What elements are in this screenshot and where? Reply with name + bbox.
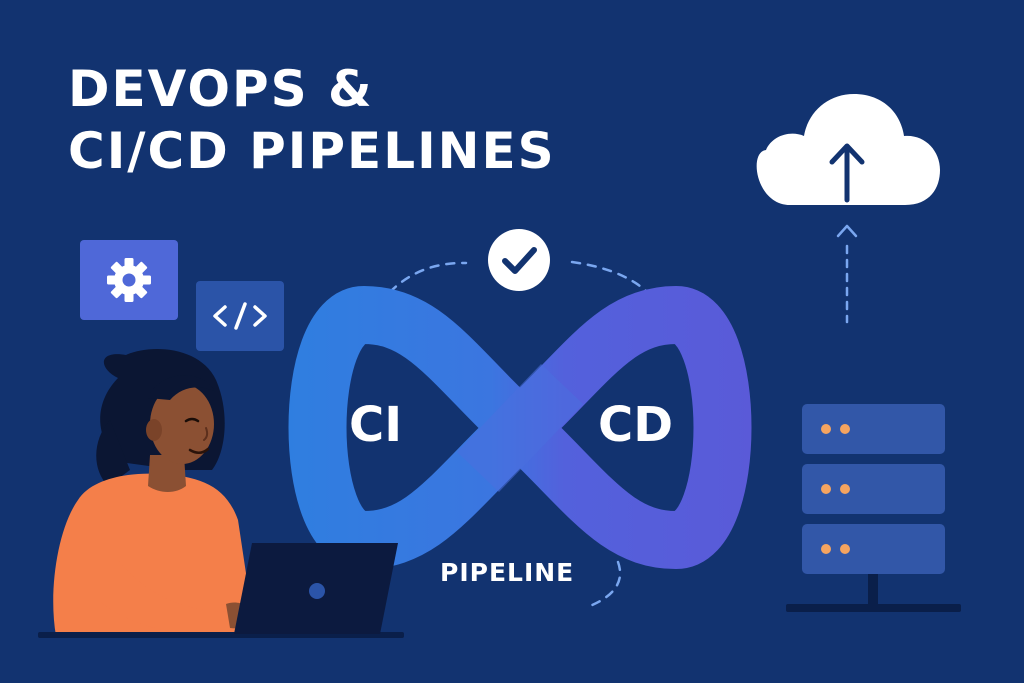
cloud-upload-icon xyxy=(756,94,940,205)
cd-label: CD xyxy=(598,397,674,453)
pipeline-caption: PIPELINE xyxy=(440,558,575,587)
dashed-arc-top-left xyxy=(388,261,468,294)
developer-illustration xyxy=(38,349,404,638)
code-brackets-icon xyxy=(213,302,267,330)
page-title: DEVOPS & CI/CD PIPELINES xyxy=(68,58,556,182)
gear-icon xyxy=(107,258,151,302)
checkmark-icon xyxy=(488,229,550,291)
title-line-2: CI/CD PIPELINES xyxy=(68,122,556,180)
dashed-arc-bottom-right xyxy=(588,560,622,608)
laptop-icon xyxy=(234,543,398,634)
server-rack-icon xyxy=(786,404,961,612)
ci-label: CI xyxy=(349,397,403,453)
upload-arrow-head xyxy=(836,224,858,238)
title-line-1: DEVOPS & xyxy=(68,60,374,118)
code-tile xyxy=(196,281,284,351)
gear-tile xyxy=(80,240,178,320)
infinity-loop xyxy=(288,286,752,569)
